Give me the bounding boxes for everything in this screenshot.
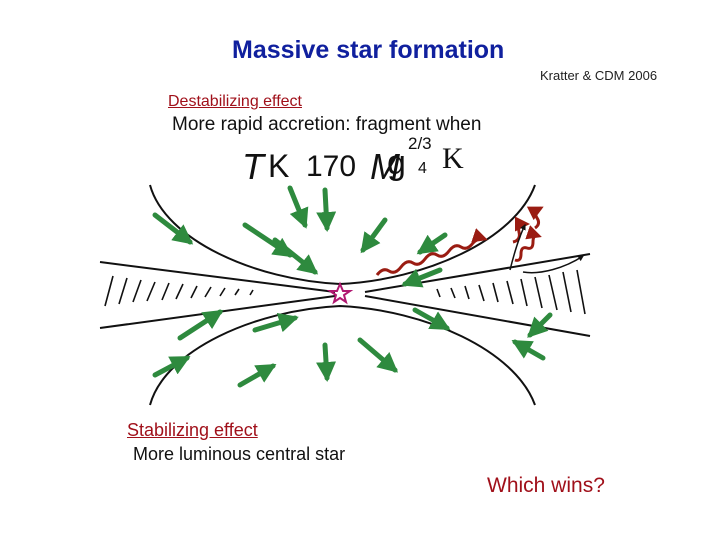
citation: Kratter & CDM 2006 bbox=[540, 68, 658, 83]
formula-coefficient: 170 bbox=[306, 150, 357, 183]
destabilizing-heading: Destabilizing effect bbox=[168, 93, 302, 110]
formula-m: M bbox=[370, 146, 400, 187]
destabilizing-text: More rapid accretion: fragment when bbox=[172, 114, 482, 135]
cavity-boundaries bbox=[149, 184, 536, 406]
formula-subscript: 4 bbox=[418, 160, 427, 177]
stabilizing-text: More luminous central star bbox=[133, 444, 346, 464]
slide-title: Massive star formation bbox=[232, 36, 505, 64]
formula-unit: K bbox=[442, 142, 464, 175]
formula-exponent: 2/3 bbox=[408, 134, 432, 153]
question-text: Which wins? bbox=[487, 474, 605, 497]
radiation-arrows bbox=[375, 206, 544, 276]
deflected-arrows bbox=[509, 223, 584, 274]
formula-k: K bbox=[268, 148, 290, 184]
disk-hatching bbox=[104, 269, 586, 315]
infall-arrows bbox=[152, 185, 553, 388]
central-star-icon bbox=[326, 281, 354, 305]
formula-t: T bbox=[242, 146, 264, 187]
stabilizing-heading: Stabilizing effect bbox=[127, 420, 258, 440]
formula-symbol: g bbox=[387, 144, 406, 182]
accretion-disk-diagram bbox=[99, 184, 591, 406]
